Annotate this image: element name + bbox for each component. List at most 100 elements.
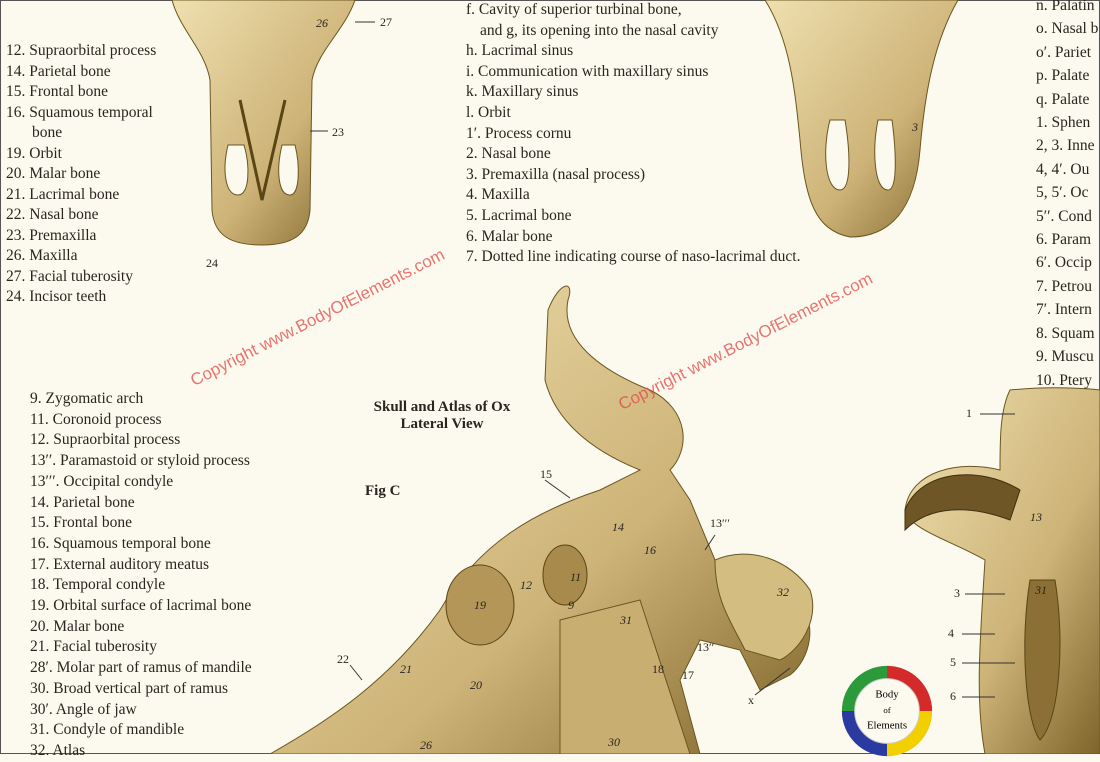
figure-label-number: 14	[612, 520, 624, 534]
figure-label-number: 26	[420, 738, 432, 752]
legend-item: o′. Pariet	[1036, 43, 1092, 61]
legend-item: l. Orbit	[466, 103, 511, 121]
legend-item: 6. Param	[1036, 231, 1092, 249]
legend-item: 10. Ptery	[1036, 371, 1092, 389]
figure-label-number: 26	[316, 16, 328, 30]
legend-item: 23. Premaxilla	[6, 226, 97, 244]
legend-item: 3. Premaxilla (nasal process)	[466, 165, 646, 183]
legend-item: i. Communication with maxillary sinus	[466, 62, 709, 80]
figure-title-line2: Lateral View	[400, 416, 484, 432]
legend-item: 6. Malar bone	[466, 227, 553, 245]
legend-item: 17. External auditory meatus	[30, 555, 210, 573]
legend-list-bottom-left: 9. Zygomatic arch 11. Coronoid process 1…	[30, 389, 252, 762]
legend-item: 7. Dotted line indicating course of naso…	[466, 248, 801, 266]
legend-list-top-left: 12. Supraorbital process 14. Parietal bo…	[6, 41, 156, 308]
legend-item: 16. Squamous temporal	[6, 103, 153, 121]
figure-label-number: 30	[608, 735, 620, 749]
legend-item: 26. Maxilla	[6, 247, 78, 264]
legend-item: p. Palate	[1036, 67, 1090, 85]
legend-item: 22. Nasal bone	[6, 206, 99, 223]
figure-label-number: 3	[954, 586, 960, 600]
legend-item: q. Palate	[1036, 90, 1090, 108]
figure-label-number: x	[748, 693, 754, 707]
figure-title-line1: Skull and Atlas of Ox	[373, 399, 511, 415]
logo-text: Elements	[867, 720, 907, 732]
legend-item: f. Cavity of superior turbinal bone,	[466, 1, 682, 18]
legend-item: 15. Frontal bone	[30, 514, 133, 532]
figure-label-number: 24	[206, 256, 218, 270]
legend-item: bone	[32, 124, 63, 141]
legend-item: o. Nasal b	[1036, 20, 1099, 38]
figure-label-number: 21	[400, 662, 412, 676]
figure-label-number: 27	[380, 15, 392, 29]
legend-item: 20. Malar bone	[30, 617, 125, 635]
legend-item: 4. Maxilla	[466, 186, 530, 204]
legend-item: 32. Atlas	[30, 741, 86, 759]
legend-item: h. Lacrimal sinus	[466, 42, 574, 60]
figure-label-number: 9	[568, 598, 574, 612]
legend-item: 13′′. Paramastoid or styloid process	[30, 452, 250, 470]
figure-label-number: 31	[620, 613, 632, 627]
legend-item: 19. Orbital surface of lacrimal bone	[30, 597, 252, 615]
figure-label-number: 12	[520, 578, 532, 592]
leader-lines	[310, 21, 1015, 698]
figure-label-number: 19	[474, 598, 486, 612]
legend-item: 15. Frontal bone	[6, 83, 109, 100]
figure-label-number: 17	[682, 668, 694, 682]
legend-item: 16. Squamous temporal bone	[30, 534, 211, 552]
figure-label-number: 18	[652, 662, 664, 676]
legend-item: 12. Supraorbital process	[6, 42, 157, 59]
skull-lateral-view	[268, 285, 814, 754]
legend-item: 9. Zygomatic arch	[30, 390, 144, 407]
figure-label-number: 4	[948, 626, 954, 640]
logo-text: of	[883, 705, 890, 715]
figure-label-number: 11	[570, 570, 582, 584]
legend-item: and g, its opening into the nasal cavity	[480, 21, 719, 39]
legend-item: 30′. Angle of jaw	[30, 700, 137, 718]
skull-front-view-center	[764, 0, 959, 238]
legend-item: 14. Parietal bone	[30, 493, 135, 511]
figure-label-number: 13′′	[697, 640, 715, 654]
legend-item: 12. Supraorbital process	[30, 431, 181, 449]
legend-list-top-center: f. Cavity of superior turbinal bone, and…	[466, 0, 800, 268]
legend-item: 7′. Intern	[1036, 301, 1092, 319]
legend-item: 5. Lacrimal bone	[466, 206, 572, 224]
legend-item: 8. Squam	[1036, 324, 1095, 342]
legend-item: k. Maxillary sinus	[466, 83, 579, 101]
legend-item: n. Palatin	[1036, 0, 1095, 14]
legend-item: 9. Muscu	[1036, 348, 1094, 366]
legend-item: 13′′′. Occipital condyle	[30, 472, 174, 490]
figure-label-number: 15	[540, 467, 552, 481]
logo-text: Body	[875, 688, 899, 700]
body-of-elements-logo: Body of Elements	[841, 665, 933, 757]
skull-posterior-view-right	[904, 387, 1100, 754]
skull-front-view-left	[171, 0, 356, 246]
figure-title: Skull and Atlas of Ox Lateral View	[352, 399, 532, 433]
legend-item: 1′. Process cornu	[466, 124, 572, 142]
legend-item: 28′. Molar part of ramus of mandile	[30, 659, 252, 677]
figure-label-number: 5	[950, 655, 956, 669]
legend-item: 7. Petrou	[1036, 277, 1092, 295]
legend-item: 21. Lacrimal bone	[6, 185, 120, 203]
legend-item: 31. Condyle of mandible	[30, 721, 185, 739]
figure-label-number: 1	[966, 406, 972, 420]
figure-label: Fig C	[365, 483, 401, 499]
legend-item: 5, 5′. Oc	[1036, 184, 1089, 202]
legend-item: 11. Coronoid process	[30, 410, 162, 428]
legend-item: 14. Parietal bone	[6, 62, 111, 80]
legend-item: 20. Malar bone	[6, 165, 101, 182]
legend-item: 6′. Occip	[1036, 254, 1092, 272]
legend-list-top-right: n. Palatin o. Nasal b o′. Pariet p. Pala…	[1036, 0, 1098, 392]
figure-label-number: 23	[332, 125, 344, 139]
legend-item: 27. Facial tuberosity	[6, 267, 133, 285]
legend-item: 24. Incisor teeth	[6, 288, 107, 305]
figure-label-number: 13′′′	[710, 516, 730, 530]
figure-label-number: 31	[1035, 583, 1047, 597]
legend-item: 30. Broad vertical part of ramus	[30, 679, 228, 697]
figure-label-number: 20	[470, 678, 482, 692]
figure-label-number: 13	[1030, 510, 1042, 524]
figure-label-number: 3	[912, 120, 918, 134]
legend-item: 19. Orbit	[6, 144, 62, 162]
legend-item: 4, 4′. Ou	[1036, 160, 1090, 178]
legend-item: 2, 3. Inne	[1036, 137, 1095, 155]
